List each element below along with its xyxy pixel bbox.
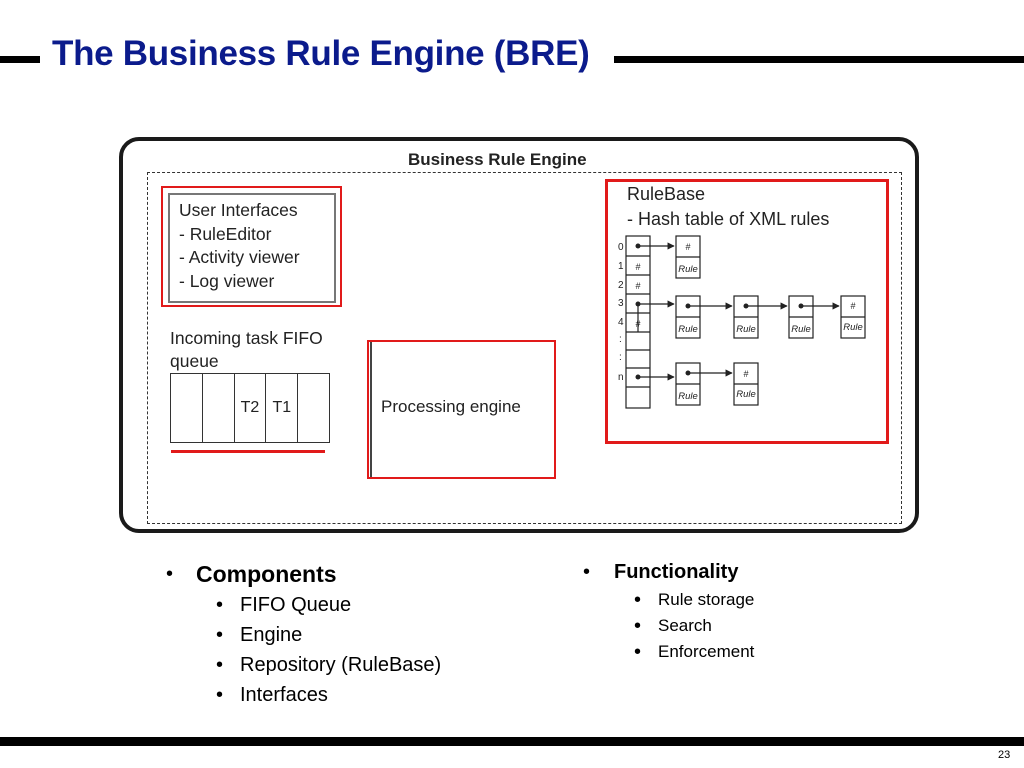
rule-node-label: Rule: [678, 264, 698, 275]
fifo-cell: [298, 374, 329, 442]
ui-line: - RuleEditor: [179, 223, 272, 244]
components-item: Repository (RuleBase): [240, 654, 442, 676]
fifo-cell: T2: [235, 374, 267, 442]
rule-node-label: Rule: [736, 389, 756, 400]
hash-index-label: :: [619, 334, 622, 345]
fifo-cell: [171, 374, 203, 442]
fifo-queue: T2 T1: [170, 373, 330, 443]
hash-cell-symbol: #: [635, 281, 640, 291]
rulebase-line: RuleBase: [627, 184, 706, 204]
fifo-label-line: queue: [170, 351, 219, 371]
components-heading: Components: [196, 561, 337, 587]
user-interfaces-highlight: [161, 186, 342, 307]
fifo-label: Incoming task FIFO queue: [170, 327, 323, 373]
functionality-item: Rule storage: [658, 590, 755, 609]
components-item: Engine: [240, 624, 303, 646]
bullet-dot: •: [634, 641, 642, 663]
fifo-cell: T1: [266, 374, 299, 442]
components-item: Interfaces: [240, 684, 328, 706]
bullet-dot: •: [216, 684, 224, 706]
rule-node-hash: #: [850, 301, 855, 311]
hash-index-label: n: [618, 372, 624, 383]
hash-index-label: 3: [618, 298, 624, 309]
diagram-dashed-boundary: [147, 172, 902, 524]
hash-index-label: :: [619, 352, 622, 363]
rule-node-label: Rule: [736, 324, 756, 335]
bullet-dot: •: [216, 624, 224, 646]
rule-node-label: Rule: [843, 322, 863, 333]
rule-node-hash: #: [743, 369, 748, 379]
ui-line: - Log viewer: [179, 270, 275, 291]
rulebase-highlight: [605, 179, 889, 444]
ui-line: - Activity viewer: [179, 247, 300, 267]
hash-table-column: [625, 235, 651, 409]
fifo-cell: [203, 374, 235, 442]
bullet-dot: •: [583, 561, 591, 583]
bullet-dot: •: [634, 615, 642, 637]
fifo-label-line: Incoming task FIFO: [170, 328, 323, 348]
bullet-dot: •: [634, 589, 642, 611]
user-interfaces-box: [168, 193, 336, 303]
diagram-title: Business Rule Engine: [408, 150, 587, 169]
rule-node-label: Rule: [791, 324, 811, 335]
processing-engine-edge: [370, 342, 372, 477]
processing-engine-box: [367, 340, 556, 479]
hash-cell-symbol: #: [635, 262, 640, 272]
rule-node-label: Rule: [678, 324, 698, 335]
page-number: 23: [998, 749, 1011, 761]
bullet-dot: •: [166, 563, 174, 585]
rule-node-hash: #: [685, 242, 690, 252]
diagram-frame: [119, 137, 919, 533]
rule-node-label: Rule: [678, 391, 698, 402]
rulebase-line: - Hash table of XML rules: [627, 209, 830, 229]
slide-title: The Business Rule Engine (BRE): [52, 34, 590, 73]
functionality-heading: Functionality: [614, 561, 739, 583]
processing-engine-label: Processing engine: [381, 397, 521, 416]
functionality-item: Enforcement: [658, 642, 755, 661]
ui-line: User Interfaces: [179, 200, 298, 220]
fifo-highlight-underline: [171, 450, 325, 453]
title-rule-left: [0, 56, 40, 63]
hash-index-label: 0: [618, 242, 624, 253]
rulebase-text: RuleBase - Hash table of XML rules: [627, 182, 829, 232]
bullet-dot: •: [216, 654, 224, 676]
functionality-item: Search: [658, 616, 712, 635]
hash-index-label: 2: [618, 280, 624, 291]
hash-table-diagram: 0 1 2 3 4 : : n # # #: [618, 235, 866, 409]
hash-index-label: 1: [618, 261, 624, 272]
title-rule-right: [614, 56, 1024, 63]
components-item: FIFO Queue: [240, 594, 352, 616]
hash-index-label: 4: [618, 317, 624, 328]
bullet-dot: •: [216, 594, 224, 616]
user-interfaces-text: User Interfaces - RuleEditor - Activity …: [179, 199, 300, 293]
footer-rule: [0, 737, 1024, 746]
